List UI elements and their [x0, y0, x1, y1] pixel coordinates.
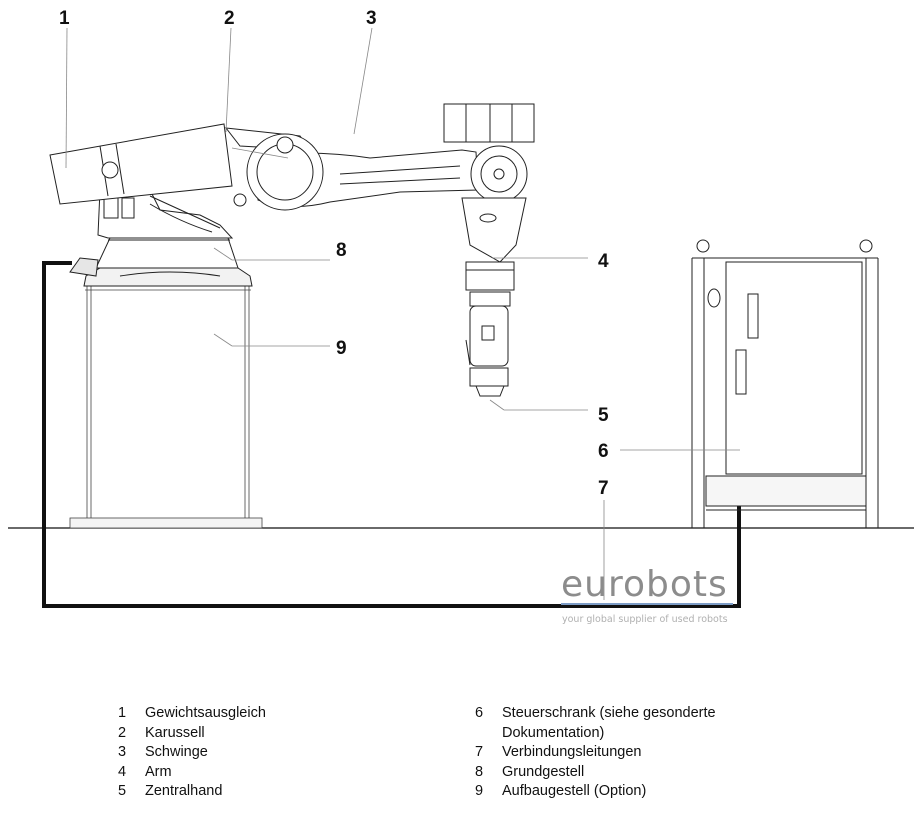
mounting-frame	[69, 286, 263, 529]
legend-number: 4	[118, 763, 127, 780]
legend-item: 9 Aufbaugestell (Option)	[475, 782, 795, 802]
callout-5: 5	[598, 405, 609, 426]
callout-9: 9	[336, 338, 347, 359]
legend-right-column: 6 Steuerschrank (siehe gesonderte Dokume…	[475, 704, 795, 802]
legend-number: 9	[475, 783, 484, 799]
legend-item: 7 Verbindungsleitungen	[475, 743, 795, 763]
weight-compensation	[49, 123, 233, 205]
robot-system-diagram: 1 2 3 4 5 6 7 8 9 eurobots your global s…	[8, 8, 914, 625]
legend-label: Steuerschrank (siehe gesonderte Dokument…	[502, 705, 716, 741]
legend-number: 7	[475, 744, 484, 760]
legend-number: 3	[118, 744, 127, 760]
control-cabinet	[691, 239, 879, 528]
legend-label: Arm	[145, 763, 172, 780]
legend-item: 2 Karussell	[118, 724, 418, 744]
legend-label: Schwinge	[145, 744, 208, 760]
legend-number: 1	[118, 705, 127, 721]
callout-3: 3	[366, 8, 377, 29]
legend-item: 4 Arm	[118, 763, 418, 783]
legend-label: Karussell	[145, 724, 205, 741]
legend-item: 6 Steuerschrank (siehe gesonderte Dokume…	[475, 704, 795, 743]
callout-1: 1	[59, 8, 70, 29]
callout-6: 6	[598, 441, 609, 462]
arm	[443, 103, 535, 291]
callout-7: 7	[598, 478, 609, 499]
carousel	[97, 184, 234, 239]
callout-4: 4	[598, 251, 609, 272]
legend-number: 6	[475, 705, 484, 721]
legend-label: Grundgestell	[502, 763, 585, 780]
callout-2: 2	[224, 8, 235, 29]
legend-number: 2	[118, 724, 127, 741]
legend-item: 3 Schwinge	[118, 743, 418, 763]
legend-number: 8	[475, 763, 484, 780]
legend-number: 5	[118, 783, 127, 799]
watermark-brand: eurobots	[561, 564, 728, 605]
legend-item: 1 Gewichtsausgleich	[118, 704, 418, 724]
watermark-tagline: your global supplier of used robots	[562, 614, 728, 625]
leader-lines	[65, 27, 740, 600]
legend-item: 8 Grundgestell	[475, 763, 795, 783]
callout-8: 8	[336, 240, 347, 261]
legend-label: Gewichtsausgleich	[145, 705, 266, 721]
legend-left-column: 1 Gewichtsausgleich 2 Karussell 3 Schwin…	[118, 704, 418, 802]
shoulder-joint	[233, 133, 324, 211]
legend-label: Aufbaugestell (Option)	[502, 783, 647, 799]
legend-label: Verbindungsleitungen	[502, 744, 642, 760]
connecting-cable	[42, 261, 741, 608]
legend-label: Zentralhand	[145, 783, 223, 799]
central-hand	[465, 291, 511, 397]
legend-item: 5 Zentralhand	[118, 782, 418, 802]
base-frame	[69, 237, 253, 287]
